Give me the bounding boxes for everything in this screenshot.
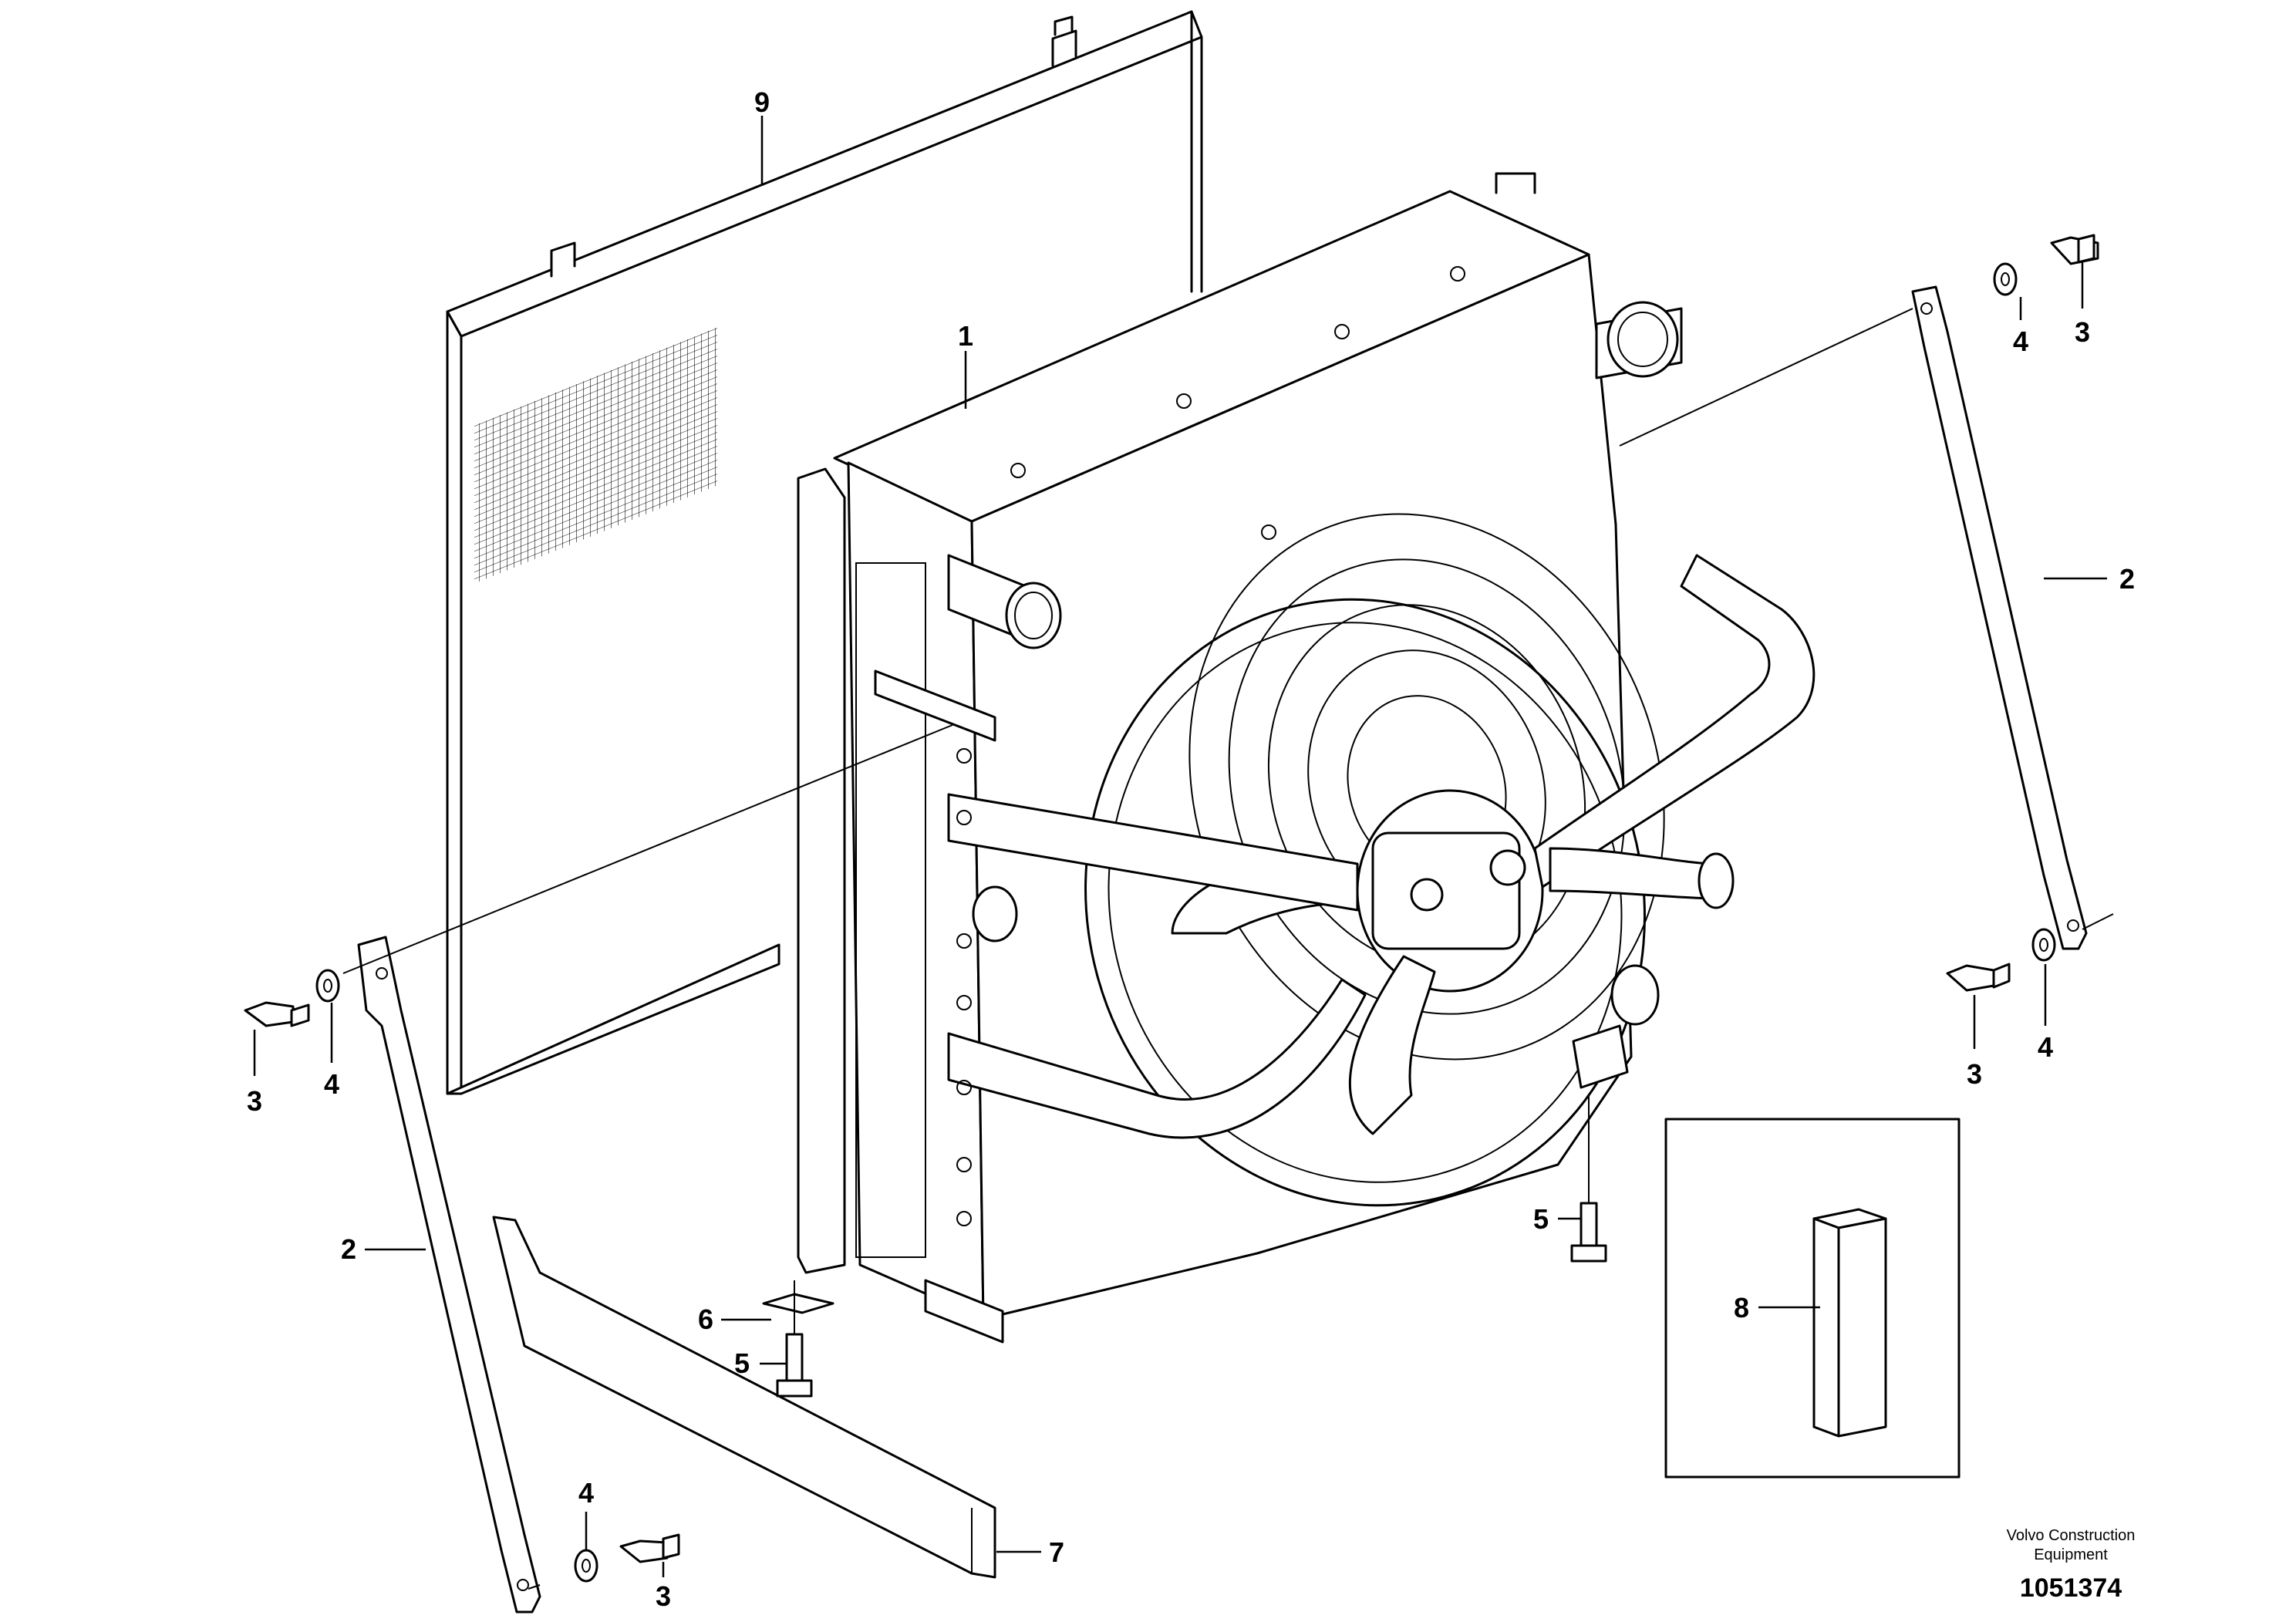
bolt-3-right-bottom (1946, 963, 2011, 992)
callout-4-right-bottom: 4 (2038, 1031, 2053, 1063)
callout-4-right-top: 4 (2013, 325, 2028, 357)
part-7-strip (492, 1216, 996, 1579)
part-2-stay-left (357, 936, 541, 1614)
callout-1: 1 (958, 320, 973, 352)
callout-7: 7 (1049, 1536, 1064, 1568)
part-2-stay-right (1911, 285, 2088, 950)
callout-3-right-bottom: 3 (1967, 1058, 1982, 1090)
bolt-3-bottom-left (619, 1533, 680, 1563)
screw-5-right (1570, 1202, 1607, 1263)
bolt-3-right-top (2050, 234, 2099, 265)
callout-2-right: 2 (2119, 563, 2135, 595)
bolt-3-left-top (244, 1001, 310, 1027)
callout-8: 8 (1734, 1292, 1749, 1324)
left-pipe (797, 467, 846, 1274)
washer-4-right-top (1993, 262, 2018, 296)
part-9-screen-frame (446, 10, 1203, 1095)
brand-line-2: Equipment (2034, 1546, 2108, 1563)
washer-4-right-bottom (2031, 928, 2056, 962)
brand-line-1: Volvo Construction (2007, 1527, 2136, 1544)
screw-5-left (776, 1333, 813, 1398)
callout-3-left-top: 3 (247, 1085, 262, 1117)
callout-4-left-top: 4 (324, 1068, 339, 1100)
washer-4-bottom-left (574, 1549, 598, 1583)
part-8-block-inset (1664, 1118, 1961, 1479)
callout-5-right: 5 (1533, 1203, 1549, 1235)
callout-9: 9 (754, 86, 770, 118)
callout-3-right-top: 3 (2075, 316, 2090, 348)
callout-2-left: 2 (341, 1233, 356, 1265)
callout-4-bottom-left: 4 (578, 1477, 594, 1509)
clip-6 (762, 1293, 834, 1314)
drawing-number: 1051374 (2020, 1573, 2122, 1603)
washer-4-left-top (315, 969, 340, 1003)
part-1-radiator-assembly (833, 172, 1816, 1344)
callout-5-left: 5 (734, 1347, 750, 1379)
callout-6: 6 (698, 1303, 713, 1335)
callout-3-bottom-left: 3 (656, 1580, 671, 1612)
